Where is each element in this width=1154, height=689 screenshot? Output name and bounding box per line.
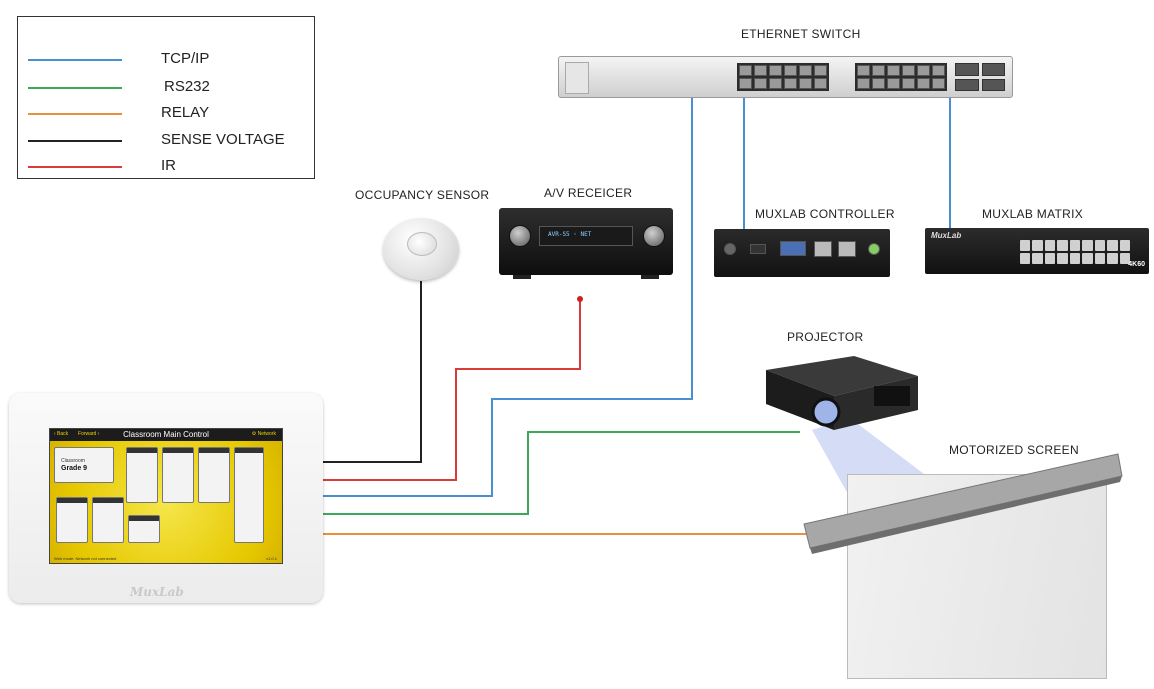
touch-panel-logo: MuxLab [130,585,184,599]
ethernet-switch [558,56,1013,98]
legend-row-sense-voltage: SENSE VOLTAGE [18,131,314,151]
switch-label: ETHERNET SWITCH [741,27,861,41]
legend-row-ir: IR [18,157,314,177]
sensor-label: OCCUPANCY SENSOR [355,188,490,202]
occupancy-sensor [383,218,459,280]
touch-panel-version: v1.0.1 [266,556,277,561]
legend-label-sense-voltage: SENSE VOLTAGE [161,131,285,148]
controller-vga-port [780,241,806,256]
switch-sfp-ports [955,63,1005,91]
screen-housing-tube [803,453,1123,549]
touch-panel-room-card: Classroom Grade 9 [54,447,114,483]
room-card-name: Grade 9 [61,465,88,472]
matrix-button-grid [1020,240,1130,264]
receiver-foot [641,275,659,279]
receiver-volume-knob [643,225,665,247]
ir-emitter-dot [577,296,583,302]
controller-lan1-port [814,241,832,257]
controller-audio-port [868,243,880,255]
touch-panel-title: Classroom Main Control [123,430,209,439]
matrix-logo: MuxLab [931,231,962,240]
muxlab-controller [714,229,890,277]
wire-sense-voltage [323,281,422,463]
receiver-foot [513,275,531,279]
touch-panel-back-button[interactable]: ‹ Back [54,431,69,437]
legend-row-tcpip: TCP/IP [18,50,314,70]
touch-panel-screen[interactable]: ‹ Back Forward › Classroom Main Control … [49,428,283,564]
switch-ports-right [855,63,947,91]
projector [766,356,918,430]
receiver-input-knob [509,225,531,247]
legend-label-relay: RELAY [161,104,210,121]
legend-swatch-relay [28,113,122,115]
projector-vent [874,386,910,406]
legend-label-tcpip: TCP/IP [161,50,210,67]
legend-swatch-ir [28,166,122,168]
touch-panel-tile-blinds[interactable] [128,515,160,543]
projector-label: PROJECTOR [787,330,864,344]
legend-label-ir: IR [161,157,176,174]
muxlab-matrix: MuxLab 4K60 [925,228,1149,274]
wire-tcpip-panel [323,98,693,497]
touch-panel-forward-button[interactable]: Forward › [78,431,100,437]
legend-swatch-rs232 [28,87,122,89]
receiver-label: A/V RECEICER [544,186,633,200]
motorized-screen-housing [803,453,1123,554]
matrix-4k-badge: 4K60 [1128,261,1145,268]
switch-ports-left [737,63,829,91]
touch-panel-tile-lights[interactable] [56,497,88,543]
matrix-label: MUXLAB MATRIX [982,207,1084,221]
controller-power-port [724,243,736,255]
sensor-dome [407,232,437,256]
touch-panel-tile-speakers[interactable] [92,497,124,543]
wire-rs232 [323,431,800,515]
legend-row-relay: RELAY [18,104,314,124]
projector-lens [811,397,841,427]
switch-led-panel [565,62,589,94]
touch-panel-tile[interactable] [234,447,264,543]
legend-row-rs232: RS232 [18,78,314,98]
controller-hdmi-port [750,244,766,254]
receiver-display: AVR-S5 ◦ NET [539,226,633,246]
legend-label-rs232: RS232 [164,78,210,95]
touch-panel: ‹ Back Forward › Classroom Main Control … [9,393,323,603]
legend: TCP/IP RS232 RELAY SENSE VOLTAGE IR [17,16,315,179]
projector-top [766,356,918,396]
touch-panel-tile[interactable] [126,447,158,503]
touch-panel-status: Web mode: Network not connected [54,556,117,561]
screen-housing-shade [810,476,1122,554]
touch-panel-tile[interactable] [162,447,194,503]
receiver-display-text: AVR-S5 ◦ NET [548,231,592,238]
room-card-label: Classroom [61,458,85,464]
touch-panel-network-button[interactable]: ⚙ Network [251,431,276,437]
controller-lan2-port [838,241,856,257]
controller-label: MUXLAB CONTROLLER [755,207,895,221]
touch-panel-header: ‹ Back Forward › Classroom Main Control … [50,429,282,441]
legend-swatch-sense-voltage [28,140,122,142]
wire-ir [323,300,581,481]
legend-swatch-tcpip [28,59,122,61]
touch-panel-tile[interactable] [198,447,230,503]
screen-label: MOTORIZED SCREEN [949,443,1079,457]
av-receiver: AVR-S5 ◦ NET [499,208,673,279]
